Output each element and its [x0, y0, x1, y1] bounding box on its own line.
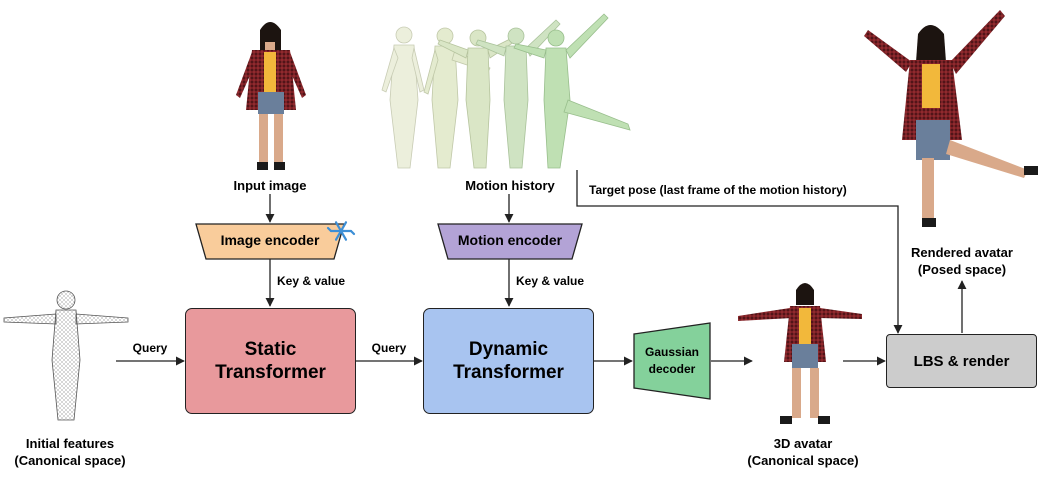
input-image-label: Input image	[233, 178, 307, 193]
static-transformer-line2: Transformer	[215, 362, 326, 383]
gaussian-decoder-shape	[633, 322, 711, 400]
avatar-3d-line2: (Canonical space)	[747, 453, 859, 468]
key-value-right-label: Key & value	[516, 274, 585, 288]
rendered-avatar-caption: Rendered avatar (Posed space)	[894, 244, 1030, 278]
rendered-avatar-figure	[864, 10, 1038, 227]
dynamic-transformer-line1: Dynamic	[468, 339, 549, 360]
key-value-left-label: Key & value	[277, 274, 346, 288]
gaussian-decoder-label: Gaussian decoder	[636, 344, 708, 378]
avatar-3d-line1: 3D avatar	[773, 436, 833, 451]
connector-lines	[116, 170, 967, 366]
image-encoder-shape	[195, 223, 345, 260]
avatar-3d-caption: 3D avatar (Canonical space)	[733, 435, 873, 469]
avatar-3d-figure	[738, 283, 862, 424]
static-transformer-line1: Static	[244, 339, 297, 360]
dynamic-transformer-box: Dynamic Transformer	[423, 308, 594, 414]
gaussian-decoder-line1: Gaussian	[644, 345, 700, 359]
motion-history-figures	[381, 13, 631, 169]
rendered-avatar-line1: Rendered avatar	[911, 245, 1013, 260]
dynamic-transformer-line2: Transformer	[453, 362, 564, 383]
static-transformer-box: Static Transformer	[185, 308, 356, 414]
lbs-render-label: LBS & render	[913, 352, 1010, 370]
input-image-figure	[236, 22, 306, 170]
initial-features-line1: Initial features	[25, 436, 115, 451]
target-pose-label: Target pose (last frame of the motion hi…	[589, 183, 847, 197]
snowflake-icon	[326, 221, 356, 241]
query-left-label: Query	[132, 341, 168, 355]
image-encoder-label: Image encoder	[220, 232, 320, 248]
motion-encoder-shape	[437, 223, 583, 260]
rendered-avatar-line2: (Posed space)	[917, 262, 1007, 277]
motion-encoder-label: Motion encoder	[457, 232, 563, 248]
lbs-render-box: LBS & render	[886, 334, 1037, 388]
arrow-target-pose-to-lbs	[576, 170, 903, 334]
initial-features-line2: (Canonical space)	[14, 453, 126, 468]
initial-features-caption: Initial features (Canonical space)	[0, 435, 140, 469]
query-mid-label: Query	[371, 341, 407, 355]
motion-history-label: Motion history	[465, 178, 555, 193]
initial-features-mesh	[3, 290, 129, 421]
gaussian-decoder-line2: decoder	[648, 362, 696, 376]
